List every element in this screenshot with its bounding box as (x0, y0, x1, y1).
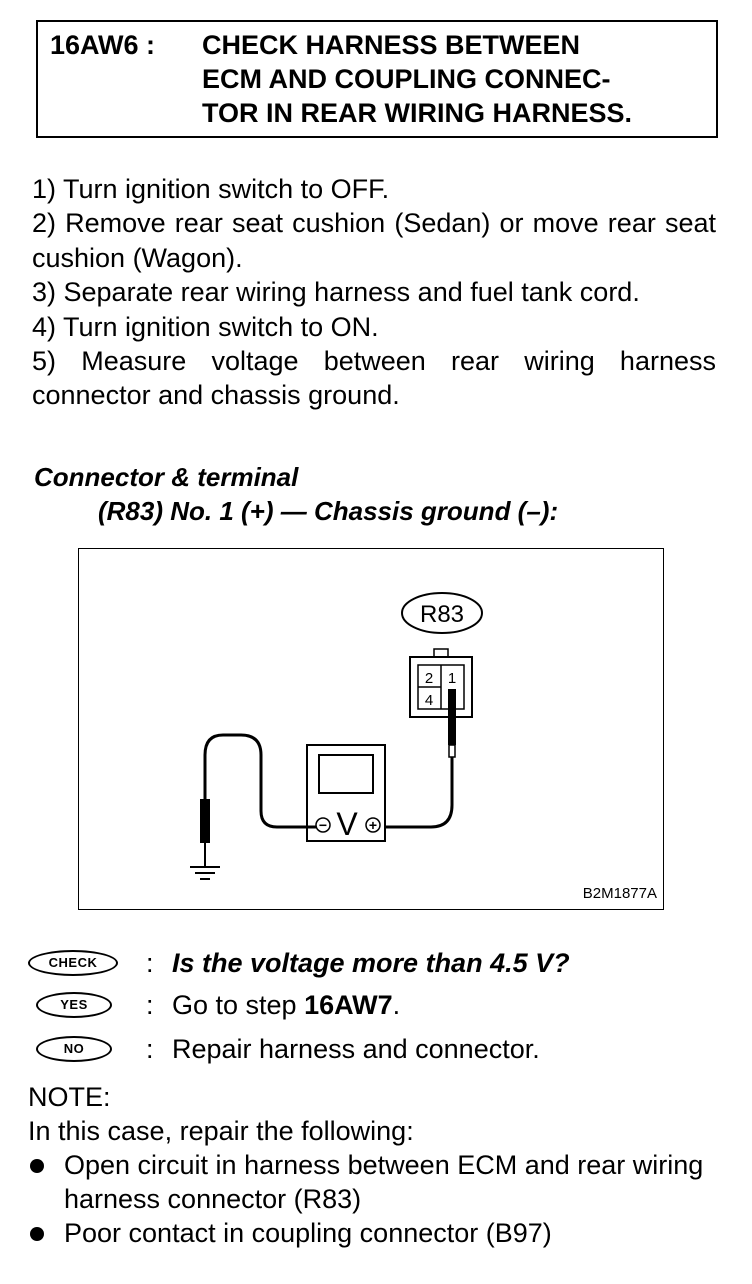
yes-badge: YES (36, 992, 112, 1018)
minus-terminal (315, 817, 331, 833)
pin-4-label: 4 (425, 692, 433, 709)
plus-terminal (365, 817, 381, 833)
positive-lead (383, 757, 454, 829)
note-intro: In this case, repair the following: (28, 1116, 414, 1146)
note-item-text: Open circuit in harness between ECM and … (64, 1150, 704, 1214)
connector-terminal: (R83) No. 1 (+) — Chassis ground (–): (98, 496, 559, 526)
step-title-line: ECM AND COUPLING CONNEC- (202, 64, 611, 94)
note-list: Open circuit in harness between ECM and … (28, 1148, 718, 1250)
check-question: Is the voltage more than 4.5 V? (172, 948, 570, 978)
wiring-figure: R83 2 1 4 V − + (78, 548, 664, 910)
procedure-step: 3) Separate rear wiring harness and fuel… (32, 277, 640, 308)
bullet-icon (30, 1227, 44, 1241)
figure-id: B2M1877A (582, 885, 657, 902)
step-code: 16AW6 : (50, 30, 156, 60)
no-badge: NO (36, 1036, 112, 1062)
connector-heading: Connector & terminal (34, 462, 299, 492)
voltmeter-display (318, 754, 374, 794)
connector-latch (433, 648, 449, 658)
step-title-line: CHECK HARNESS BETWEEN (202, 30, 581, 60)
minus-sign: − (319, 817, 327, 833)
voltmeter-diagram: R83 2 1 4 V − + (190, 592, 483, 880)
negative-probe (200, 799, 210, 843)
note-item: Open circuit in harness between ECM and … (28, 1148, 718, 1216)
note-item: Poor contact in coupling connector (B97) (28, 1216, 718, 1250)
bullet-icon (30, 1159, 44, 1173)
voltmeter-symbol: V (336, 806, 358, 842)
procedure-step: 1) Turn ignition switch to OFF. (32, 174, 390, 204)
positive-probe (448, 689, 456, 745)
check-colon: : (146, 948, 154, 978)
step-title: CHECK HARNESS BETWEEN ECM AND COUPLING C… (202, 28, 712, 130)
yes-step-link: 16AW7 (304, 990, 393, 1020)
procedure-step: 2) Remove rear seat cushion (Sedan) or m… (32, 208, 716, 273)
connector-label-ellipse (401, 592, 483, 634)
no-colon: : (146, 1034, 154, 1064)
procedure-step: 4) Turn ignition switch to ON. (32, 311, 379, 342)
yes-suffix: . (392, 990, 401, 1020)
procedure-steps: 1) Turn ignition switch to OFF. 2) Remov… (32, 172, 716, 413)
plus-sign: + (369, 817, 377, 833)
check-badge: CHECK (28, 950, 118, 976)
step-title-line: TOR IN REAR WIRING HARNESS. (202, 98, 633, 128)
pin-2-label: 2 (425, 670, 433, 687)
negative-lead (203, 733, 316, 829)
connector-label: R83 (420, 601, 464, 628)
step-header: 16AW6 : CHECK HARNESS BETWEEN ECM AND CO… (36, 20, 718, 138)
yes-action: Go to step 16AW7. (172, 988, 400, 1022)
no-action: Repair harness and connector. (172, 1034, 540, 1064)
pin-1-label: 1 (448, 670, 456, 687)
yes-colon: : (146, 990, 154, 1020)
note-title: NOTE: (28, 1082, 111, 1112)
yes-prefix: Go to step (172, 990, 305, 1020)
procedure-step: 5) Measure voltage between rear wiring h… (32, 346, 716, 411)
note-item-text: Poor contact in coupling connector (B97) (64, 1218, 552, 1248)
